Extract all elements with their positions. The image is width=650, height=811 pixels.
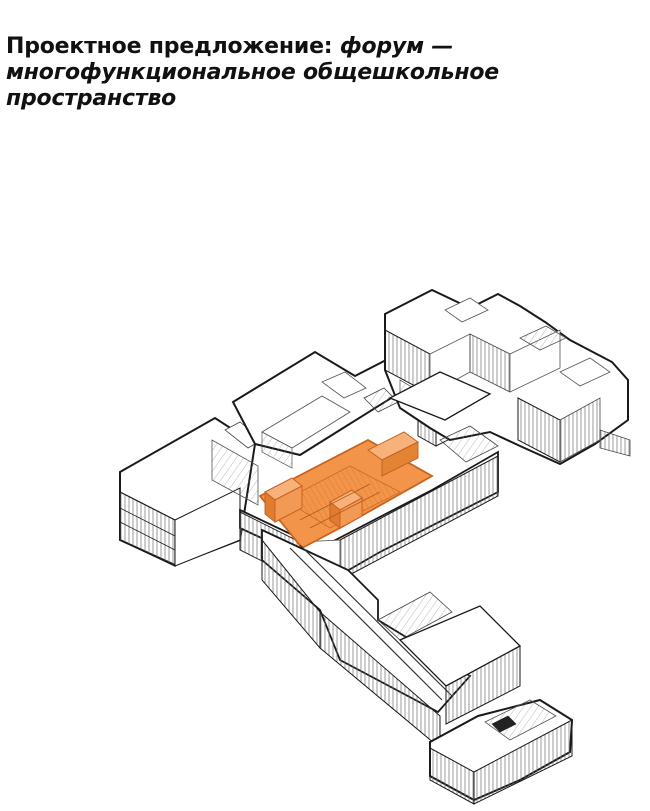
north-east-wing xyxy=(384,288,631,466)
west-wing xyxy=(119,416,263,567)
forum-highlighted-area xyxy=(258,431,434,550)
north-connector xyxy=(388,371,499,463)
page-title: Проектное предложение: форум — многофунк… xyxy=(6,34,626,112)
title-italic: форум — многофункциональное общешкольное… xyxy=(6,34,499,111)
courtyard-block xyxy=(231,350,422,469)
south-east-wing xyxy=(429,698,574,805)
title-regular: Проектное предложение: xyxy=(6,34,340,59)
south-corridor xyxy=(261,528,522,750)
